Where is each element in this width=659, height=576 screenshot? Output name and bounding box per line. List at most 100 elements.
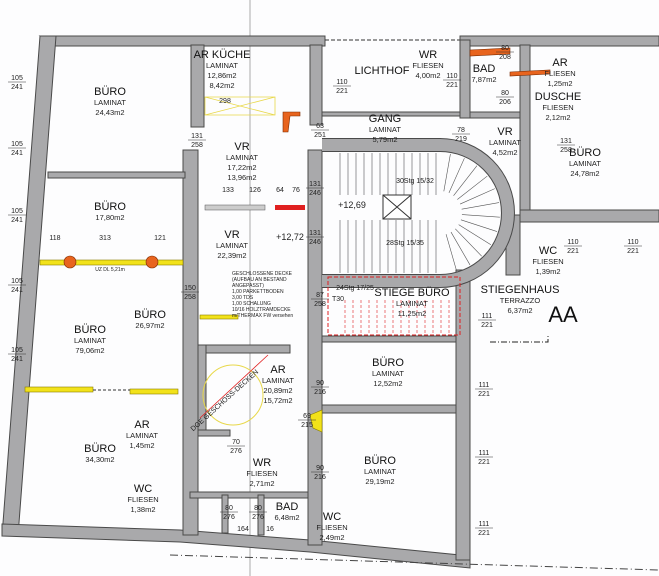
dimension-height: 221 — [446, 82, 458, 89]
room-name: VR — [224, 229, 239, 241]
room-floor: FLIESEN — [127, 495, 158, 504]
room-area2: 15,72m2 — [263, 396, 292, 405]
room-name: BAD — [276, 501, 299, 513]
dimension-height: 241 — [11, 150, 23, 157]
dimension-width: 111 — [479, 382, 490, 389]
measure-label: 164 — [237, 526, 249, 533]
dimension-height: 221 — [627, 248, 639, 255]
dimension-height: 215 — [301, 422, 313, 429]
dimension-width: 80 — [225, 505, 233, 512]
wall — [190, 44, 205, 128]
room-area: 26,97m2 — [135, 321, 164, 330]
dimension-height: 276 — [223, 514, 235, 521]
ceiling-note-line: GESCHLOSSENE DECKE — [232, 271, 293, 277]
level-stair: +12,69 — [338, 200, 366, 210]
dimension-height: 221 — [567, 248, 579, 255]
section-line-bottom — [169, 554, 659, 571]
ceiling-note-line: ANGEPASST) — [232, 283, 264, 289]
room-area: 1,45m2 — [129, 441, 154, 450]
dimension-width: 63 — [316, 123, 324, 130]
room-name: BÜRO — [94, 201, 126, 213]
room-area: 2,12m2 — [545, 113, 570, 122]
wall — [321, 335, 457, 343]
wall-facade-left — [1, 35, 57, 537]
dimension-width: 131 — [191, 133, 203, 140]
dimension-width: 78 — [457, 127, 465, 134]
ceiling-note-line: 1,00 PARKETTBODEN — [232, 289, 284, 295]
ceiling-note-line: m/THERMAX FW versehen — [232, 313, 293, 319]
dimension-width: 150 — [184, 285, 196, 292]
dimension-width: 111 — [479, 521, 490, 528]
stair-step — [459, 188, 495, 205]
beam-yellow — [39, 259, 184, 266]
room-area: 2,49m2 — [319, 533, 344, 542]
room-floor: LAMINAT — [94, 98, 126, 107]
room-floor: FLIESEN — [544, 69, 575, 78]
stair-step — [443, 153, 451, 192]
stair-step — [450, 231, 471, 266]
room-floor: LAMINAT — [369, 125, 401, 134]
room-name: STIEGENHAUS — [481, 284, 560, 296]
stiege-buero-outline — [327, 276, 461, 336]
room-name: AR — [552, 57, 567, 69]
room-floor: LAMINAT — [226, 153, 258, 162]
dimension-width: 131 — [560, 138, 572, 145]
wall-top-right — [459, 35, 659, 47]
room-floor: LAMINAT — [489, 138, 521, 147]
room-name: BÜRO — [372, 357, 404, 369]
dimension-height: 241 — [11, 217, 23, 224]
room-area: 1,39m2 — [535, 267, 560, 276]
fire-rating-label: T30 — [332, 296, 344, 303]
wall-new — [275, 205, 305, 210]
room-floor: LAMINAT — [262, 376, 294, 385]
ceiling-note-line: 10/16 HOLZTRAMDECKE — [232, 307, 291, 313]
dimension-width: 111 — [479, 450, 490, 457]
stair-step — [455, 228, 482, 257]
wall-partition — [204, 204, 266, 211]
room-floor: TERRAZZO — [500, 296, 541, 305]
wall — [257, 494, 265, 536]
room-name: AR — [134, 419, 149, 431]
room-area: 4,00m2 — [415, 71, 440, 80]
measure-label: 313 — [99, 235, 111, 242]
room-area: 1,25m2 — [547, 79, 572, 88]
ceiling-note-line: 1,00 SCHALUNG — [232, 301, 271, 307]
kitchen-hatch — [204, 96, 276, 116]
room-area: 5,79m2 — [372, 135, 397, 144]
dimension-width: 105 — [11, 141, 23, 148]
wall — [309, 44, 323, 126]
wall — [519, 209, 659, 223]
beam-note: UZ DL 5,21m — [95, 267, 125, 273]
ceiling-note-line: (AUFBAU AN BESTAND — [232, 277, 287, 283]
dimension-height: 246 — [309, 239, 321, 246]
dimension-height: 246 — [309, 190, 321, 197]
wall-bottom — [1, 523, 471, 569]
wall-yellow — [199, 314, 239, 320]
dimension-height: 241 — [11, 356, 23, 363]
room-name: WC — [323, 511, 341, 523]
stair-label-stiege: 24Stg 17/25 — [336, 285, 374, 292]
dimension-width: 111 — [482, 313, 493, 320]
dimension-height: 258 — [191, 142, 203, 149]
dimension-width: 80 — [254, 505, 262, 512]
section-mark-aa: AA — [548, 302, 578, 327]
dimension-width: 87 — [316, 292, 324, 299]
room-area: 1,38m2 — [130, 505, 155, 514]
room-name: BAD — [473, 63, 496, 75]
stair-steps — [339, 153, 500, 333]
dimension-width: 131 — [309, 230, 321, 237]
elevator-cross-icon — [382, 194, 412, 220]
stair-step — [461, 202, 500, 210]
dimension-width: 131 — [309, 181, 321, 188]
stair-step — [453, 165, 478, 196]
dimension-width: 105 — [11, 278, 23, 285]
room-area: 12,86m2 — [207, 71, 236, 80]
measure-label: 118 — [49, 235, 60, 242]
dimension-height: 241 — [11, 287, 23, 294]
room-area: 12,52m2 — [373, 379, 402, 388]
room-area: 24,43m2 — [95, 108, 124, 117]
room-name: AR — [270, 364, 285, 376]
room-floor: LAMINAT — [216, 241, 248, 250]
dimension-width: 70 — [232, 439, 240, 446]
